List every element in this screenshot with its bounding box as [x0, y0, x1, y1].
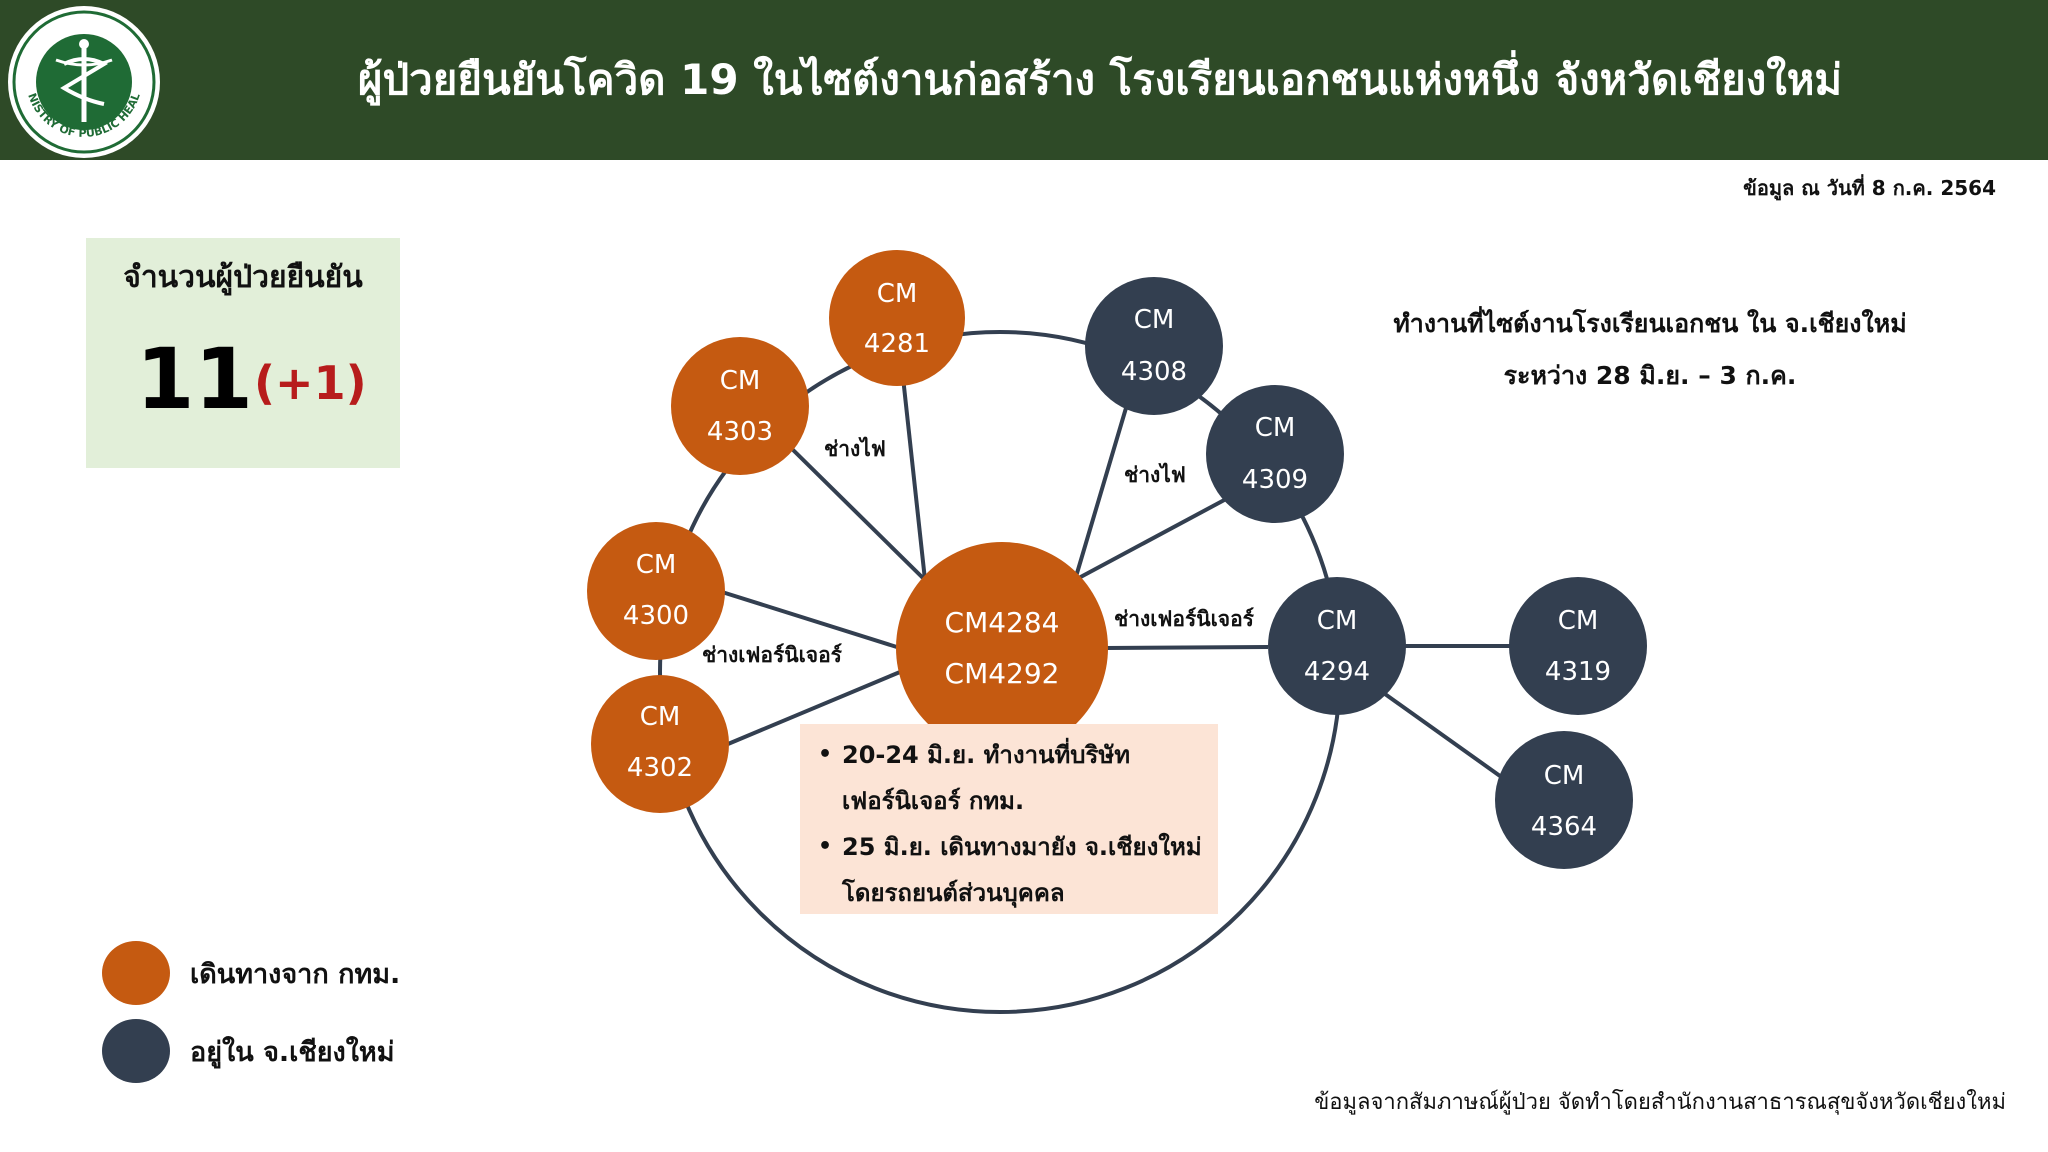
node-cm4300-line1: CM: [636, 550, 677, 580]
node-cm4303-circle: [671, 337, 809, 475]
node-cm4294-circle: [1268, 577, 1406, 715]
confirmed-count-value: 11: [136, 330, 253, 428]
node-cm4308-line2: 4308: [1121, 357, 1187, 387]
node-center-line2: CM4292: [945, 657, 1060, 690]
node-cm4319-circle: [1509, 577, 1647, 715]
confirmed-count-box: จำนวนผู้ป่วยยืนยัน 11 (+1): [86, 238, 400, 468]
worksite-note-line1: ทำงานที่ไซต์งานโรงเรียนเอกชน ใน จ.เชียงใ…: [1393, 309, 1907, 338]
travel-info-box: • 20-24 มิ.ย. ทำงานที่บริษัท เฟอร์นิเจอร…: [800, 724, 1218, 914]
node-cm4303-line1: CM: [720, 366, 761, 396]
node-cm4300: CM 4300: [587, 522, 725, 660]
page-title: ผู้ป่วยยืนยันโควิด 19 ในไซต์งานก่อสร้าง …: [357, 55, 1843, 104]
travel-info-item-line2: โดยรถยนต์ส่วนบุคคล: [842, 879, 1065, 907]
node-cm4281-line2: 4281: [864, 329, 930, 359]
node-cm4319-line2: 4319: [1545, 657, 1611, 687]
travel-info-item: • 25 มิ.ย. เดินทางมายัง จ.เชียงใหม่ โดยร…: [818, 824, 1218, 916]
legend-label-bangkok: เดินทางจาก กทม.: [190, 958, 401, 990]
node-cm4303-line2: 4303: [707, 417, 773, 447]
node-cm4319-line1: CM: [1558, 606, 1599, 636]
edge-center-4300: [721, 590, 901, 650]
legend-dot-bangkok-icon: [102, 941, 170, 1005]
edge-center-4308: [1073, 407, 1128, 581]
legend-item-bangkok: เดินทางจาก กทม.: [102, 938, 400, 1008]
confirmed-count-delta: (+1): [254, 356, 367, 410]
worksite-note-line2: ระหว่าง 28 มิ.ย. – 3 ก.ค.: [1503, 361, 1797, 390]
legend-item-chiangmai: อยู่ใน จ.เชียงใหม่: [102, 1016, 395, 1086]
node-cm4319: CM 4319: [1509, 577, 1647, 715]
edge-center-4302: [727, 670, 901, 746]
node-cm4309: CM 4309: [1206, 385, 1344, 523]
node-center-circle: [896, 542, 1108, 754]
confirmed-count-label: จำนวนผู้ป่วยยืนยัน: [123, 260, 363, 295]
travel-info-list: • 20-24 มิ.ย. ทำงานที่บริษัท เฟอร์นิเจอร…: [800, 724, 1218, 916]
node-cm4281-circle: [829, 250, 965, 386]
edge-label-furniture-left: ช่างเฟอร์นิเจอร์: [702, 643, 843, 667]
node-cm4308-circle: [1085, 277, 1223, 415]
node-cm4309-line1: CM: [1255, 413, 1296, 443]
edge-center-4294: [1105, 645, 1269, 650]
node-cm4364-line1: CM: [1544, 761, 1585, 791]
node-cm4294: CM 4294: [1268, 577, 1406, 715]
edges: [721, 321, 1510, 778]
nodes: CM 4281 CM 4303 CM 4300 CM 4302 CM4284 C…: [587, 250, 1647, 869]
node-cm4364-line2: 4364: [1531, 812, 1597, 842]
data-date: ข้อมูล ณ วันที่ 8 ก.ค. 2564: [1743, 176, 1996, 200]
node-cm4300-circle: [587, 522, 725, 660]
node-cm4294-line2: 4294: [1304, 657, 1370, 687]
worksite-note: ทำงานที่ไซต์งานโรงเรียนเอกชน ใน จ.เชียงใ…: [1330, 298, 1970, 402]
edge-label-electrician-left: ช่างไฟ: [824, 436, 886, 461]
footer-source: ข้อมูลจากสัมภาษณ์ผู้ป่วย จัดทำโดยสำนักงา…: [1314, 1090, 2006, 1115]
edge-center-4309: [1074, 496, 1229, 582]
node-cm4294-line1: CM: [1317, 606, 1358, 636]
node-center-line1: CM4284: [945, 606, 1060, 639]
edge-label-furniture-right: ช่างเฟอร์นิเจอร์: [1114, 607, 1255, 631]
legend-dot-chiangmai-icon: [102, 1019, 170, 1083]
node-cm4308-line1: CM: [1134, 305, 1175, 335]
node-cm4302-circle: [591, 675, 729, 813]
node-center: CM4284 CM4292: [896, 542, 1108, 754]
bullet-icon: •: [818, 834, 833, 859]
node-cm4364: CM 4364: [1495, 731, 1633, 869]
legend-label-chiangmai: อยู่ใน จ.เชียงใหม่: [190, 1036, 395, 1068]
edge-label-electrician-right: ช่างไฟ: [1124, 462, 1186, 487]
node-cm4302-line1: CM: [640, 702, 681, 732]
node-cm4309-line2: 4309: [1242, 465, 1308, 495]
node-cm4300-line2: 4300: [623, 601, 689, 631]
node-cm4302: CM 4302: [591, 675, 729, 813]
header-bar: MINISTRY OF PUBLIC HEALTH ผู้ป่วยยืนยันโ…: [0, 0, 2048, 160]
bullet-icon: •: [818, 742, 833, 767]
node-cm4281: CM 4281: [829, 250, 965, 386]
node-cm4364-circle: [1495, 731, 1633, 869]
ministry-logo-icon: MINISTRY OF PUBLIC HEALTH: [6, 4, 160, 158]
travel-info-item-line1: 20-24 มิ.ย. ทำงานที่บริษัท: [842, 741, 1131, 769]
node-cm4281-line1: CM: [877, 279, 918, 309]
node-cm4309-circle: [1206, 385, 1344, 523]
travel-info-item-line2: เฟอร์นิเจอร์ กทม.: [842, 787, 1025, 815]
travel-info-item: • 20-24 มิ.ย. ทำงานที่บริษัท เฟอร์นิเจอร…: [818, 732, 1218, 824]
edge-center-4303: [783, 440, 927, 582]
edge-4294-4364: [1383, 692, 1502, 778]
node-cm4302-line2: 4302: [627, 753, 693, 783]
node-cm4303: CM 4303: [671, 337, 809, 475]
node-cm4308: CM 4308: [1085, 277, 1223, 415]
travel-info-item-line1: 25 มิ.ย. เดินทางมายัง จ.เชียงใหม่: [842, 833, 1202, 861]
